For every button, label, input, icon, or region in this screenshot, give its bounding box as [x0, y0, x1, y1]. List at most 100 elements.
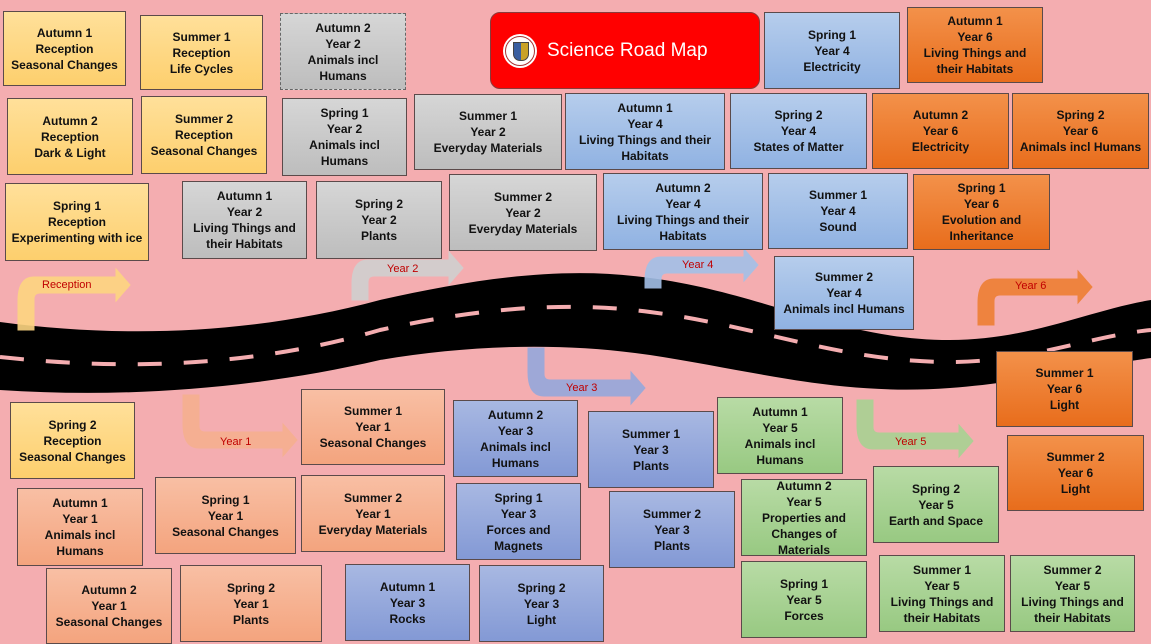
- topic-term: Autumn 2: [487, 407, 544, 422]
- topic-term: Summer 2: [343, 490, 403, 505]
- topic-year: Year 3: [523, 596, 560, 611]
- topic-card: Spring 2 Year 2 Plants: [316, 181, 442, 259]
- topic-term: Spring 2: [1056, 108, 1105, 122]
- year-arrow-year6: [977, 269, 1093, 326]
- arrow-label-year5: Year 5: [895, 436, 927, 448]
- topic-year: Year 2: [361, 213, 397, 227]
- topic-topic: Living Things and their Habitats: [890, 594, 994, 625]
- topic-term: Summer 2: [1043, 562, 1102, 577]
- topic-topic: Light: [1049, 398, 1080, 412]
- topic-term: Spring 2: [911, 481, 960, 496]
- arrow-label-year1: Year 1: [220, 436, 252, 448]
- topic-term: Summer 1: [621, 426, 681, 441]
- topic-topic: Seasonal Changes: [11, 57, 118, 72]
- year-arrow-reception: [17, 267, 131, 331]
- topic-topic: Seasonal Changes: [319, 436, 427, 450]
- topic-topic: Seasonal Changes: [150, 144, 258, 158]
- topic-topic: Living Things and their Habitats: [1021, 594, 1124, 625]
- topic-year: Year 1: [207, 508, 244, 523]
- topic-term: Autumn 2: [776, 478, 832, 493]
- topic-term: Summer 2: [493, 189, 553, 204]
- topic-term: Autumn 2: [42, 113, 98, 128]
- topic-year: Reception: [174, 128, 233, 142]
- topic-term: Autumn 1: [216, 189, 273, 203]
- topic-year: Year 4: [826, 286, 862, 300]
- topic-year: Year 6: [957, 30, 993, 44]
- topic-term: Autumn 1: [947, 14, 1003, 28]
- year-arrow-year2: [351, 250, 464, 301]
- topic-topic: Living Things and their Habitats: [579, 132, 711, 163]
- topic-year: Reception: [43, 433, 102, 448]
- topic-term: Spring 1: [807, 27, 856, 42]
- topic-topic: Animals incl Humans: [744, 436, 816, 467]
- topic-topic: Sound: [819, 220, 857, 234]
- topic-topic: Light: [1060, 482, 1091, 496]
- topic-topic: Seasonal Changes: [19, 449, 126, 464]
- topic-term: Summer 2: [174, 112, 234, 126]
- topic-year: Year 3: [500, 506, 537, 521]
- year-arrow-year3: [527, 347, 646, 406]
- topic-year: Year 1: [62, 512, 98, 526]
- topic-year: Year 1: [355, 506, 391, 521]
- topic-topic: Plants: [232, 612, 269, 627]
- topic-term: Spring 1: [201, 492, 250, 507]
- road: [0, 273, 1151, 393]
- topic-year: Year 5: [762, 420, 798, 435]
- topic-year: Year 3: [633, 442, 669, 457]
- topic-year: Year 4: [814, 43, 850, 58]
- arrow-label-year6: Year 6: [1015, 280, 1047, 292]
- topic-topic: Seasonal Changes: [172, 524, 279, 539]
- topic-topic: Animals incl Humans: [309, 138, 380, 168]
- topic-year: Year 2: [470, 125, 506, 139]
- topic-year: Year 1: [233, 596, 269, 611]
- topic-topic: Plants: [360, 229, 397, 243]
- topic-topic: Animals incl Humans: [307, 52, 379, 83]
- topic-term: Spring 1: [779, 576, 828, 591]
- topic-term: Summer 1: [343, 404, 403, 418]
- topic-topic: Everyday Materials: [318, 522, 428, 537]
- topic-year: Year 2: [326, 122, 363, 136]
- topic-year: Year 2: [505, 205, 541, 220]
- topic-term: Spring 2: [517, 580, 566, 595]
- topic-year: Year 5: [924, 578, 960, 593]
- topic-topic: Dark & Light: [34, 145, 106, 160]
- topic-term: Summer 1: [458, 109, 518, 123]
- topic-year: Year 6: [1057, 466, 1094, 480]
- topic-topic: Rocks: [389, 611, 426, 626]
- topic-topic: Properties and Changes of Materials: [761, 510, 847, 557]
- topic-topic: Animals incl Humans: [44, 528, 116, 558]
- page-title: Science Road Map: [547, 39, 708, 61]
- topic-term: Spring 2: [226, 580, 275, 595]
- topic-term: Summer 1: [1035, 366, 1094, 380]
- topic-term: Spring 2: [354, 197, 403, 211]
- topic-topic: Earth and Space: [888, 513, 984, 528]
- topic-year: Reception: [35, 41, 94, 56]
- year-arrow-year4: [644, 247, 759, 289]
